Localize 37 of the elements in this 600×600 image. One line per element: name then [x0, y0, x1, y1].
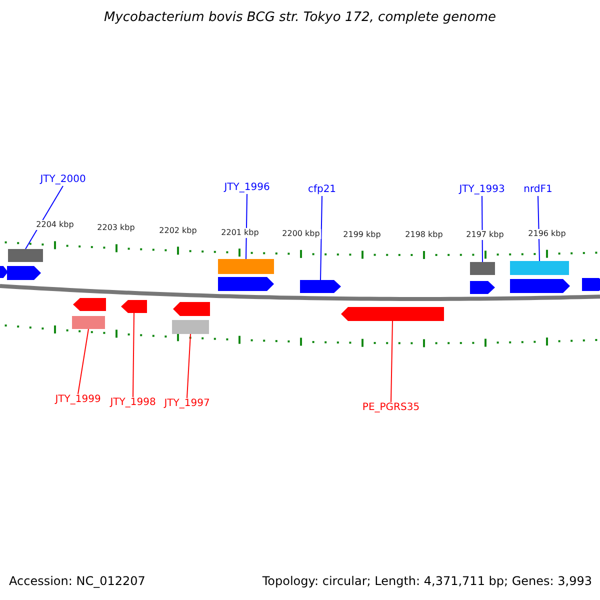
gene-label: JTY_1998: [110, 397, 156, 409]
leader-line: [132, 312, 134, 398]
scale-label: 2203 kbp: [96, 223, 136, 234]
feature-box: [8, 249, 43, 262]
feature-box: [470, 262, 495, 275]
feature-box: [510, 261, 569, 275]
leader-line: [482, 196, 483, 262]
gene-feature: [121, 300, 147, 313]
gene-label: JTY_1997: [164, 398, 210, 410]
scale-label: 2197 kbp: [465, 230, 505, 240]
gene-label: JTY_1996: [224, 182, 270, 194]
scale-label: 2199 kbp: [342, 230, 382, 240]
title: Mycobacterium bovis BCG str. Tokyo 172, complete genome: [104, 10, 496, 25]
footer-text: Accession: NC_012207: [9, 574, 146, 588]
gene-label: JTY_1999: [55, 394, 101, 406]
footer-text: Topology: circular; Length: 4,371,711 bp; Genes: 3,993: [262, 574, 592, 588]
leader-line: [320, 196, 322, 280]
gene-label: cfp21: [308, 184, 336, 196]
feature-box: [218, 259, 274, 274]
gene-label: PE_PGRS35: [362, 402, 420, 414]
feature-box: [72, 316, 105, 329]
leader-line: [390, 320, 393, 402]
scale-label: 2196 kbp: [527, 228, 567, 239]
leader-line: [246, 194, 248, 260]
leader-line: [78, 328, 89, 394]
scale-label: 2198 kbp: [404, 230, 444, 240]
feature-box: [172, 320, 209, 334]
gene-label: nrdF1: [524, 184, 552, 196]
gene-label: JTY_2000: [40, 174, 86, 186]
leader-line: [186, 334, 191, 398]
scale-label: 2201 kbp: [220, 228, 260, 238]
scale-label: 2204 kbp: [35, 220, 75, 230]
gene-feature: [341, 307, 444, 321]
gene-label: JTY_1993: [459, 184, 505, 196]
scale-label: 2202 kbp: [158, 226, 198, 236]
scale-label: 2200 kbp: [281, 228, 321, 239]
gene-feature: [300, 280, 341, 293]
